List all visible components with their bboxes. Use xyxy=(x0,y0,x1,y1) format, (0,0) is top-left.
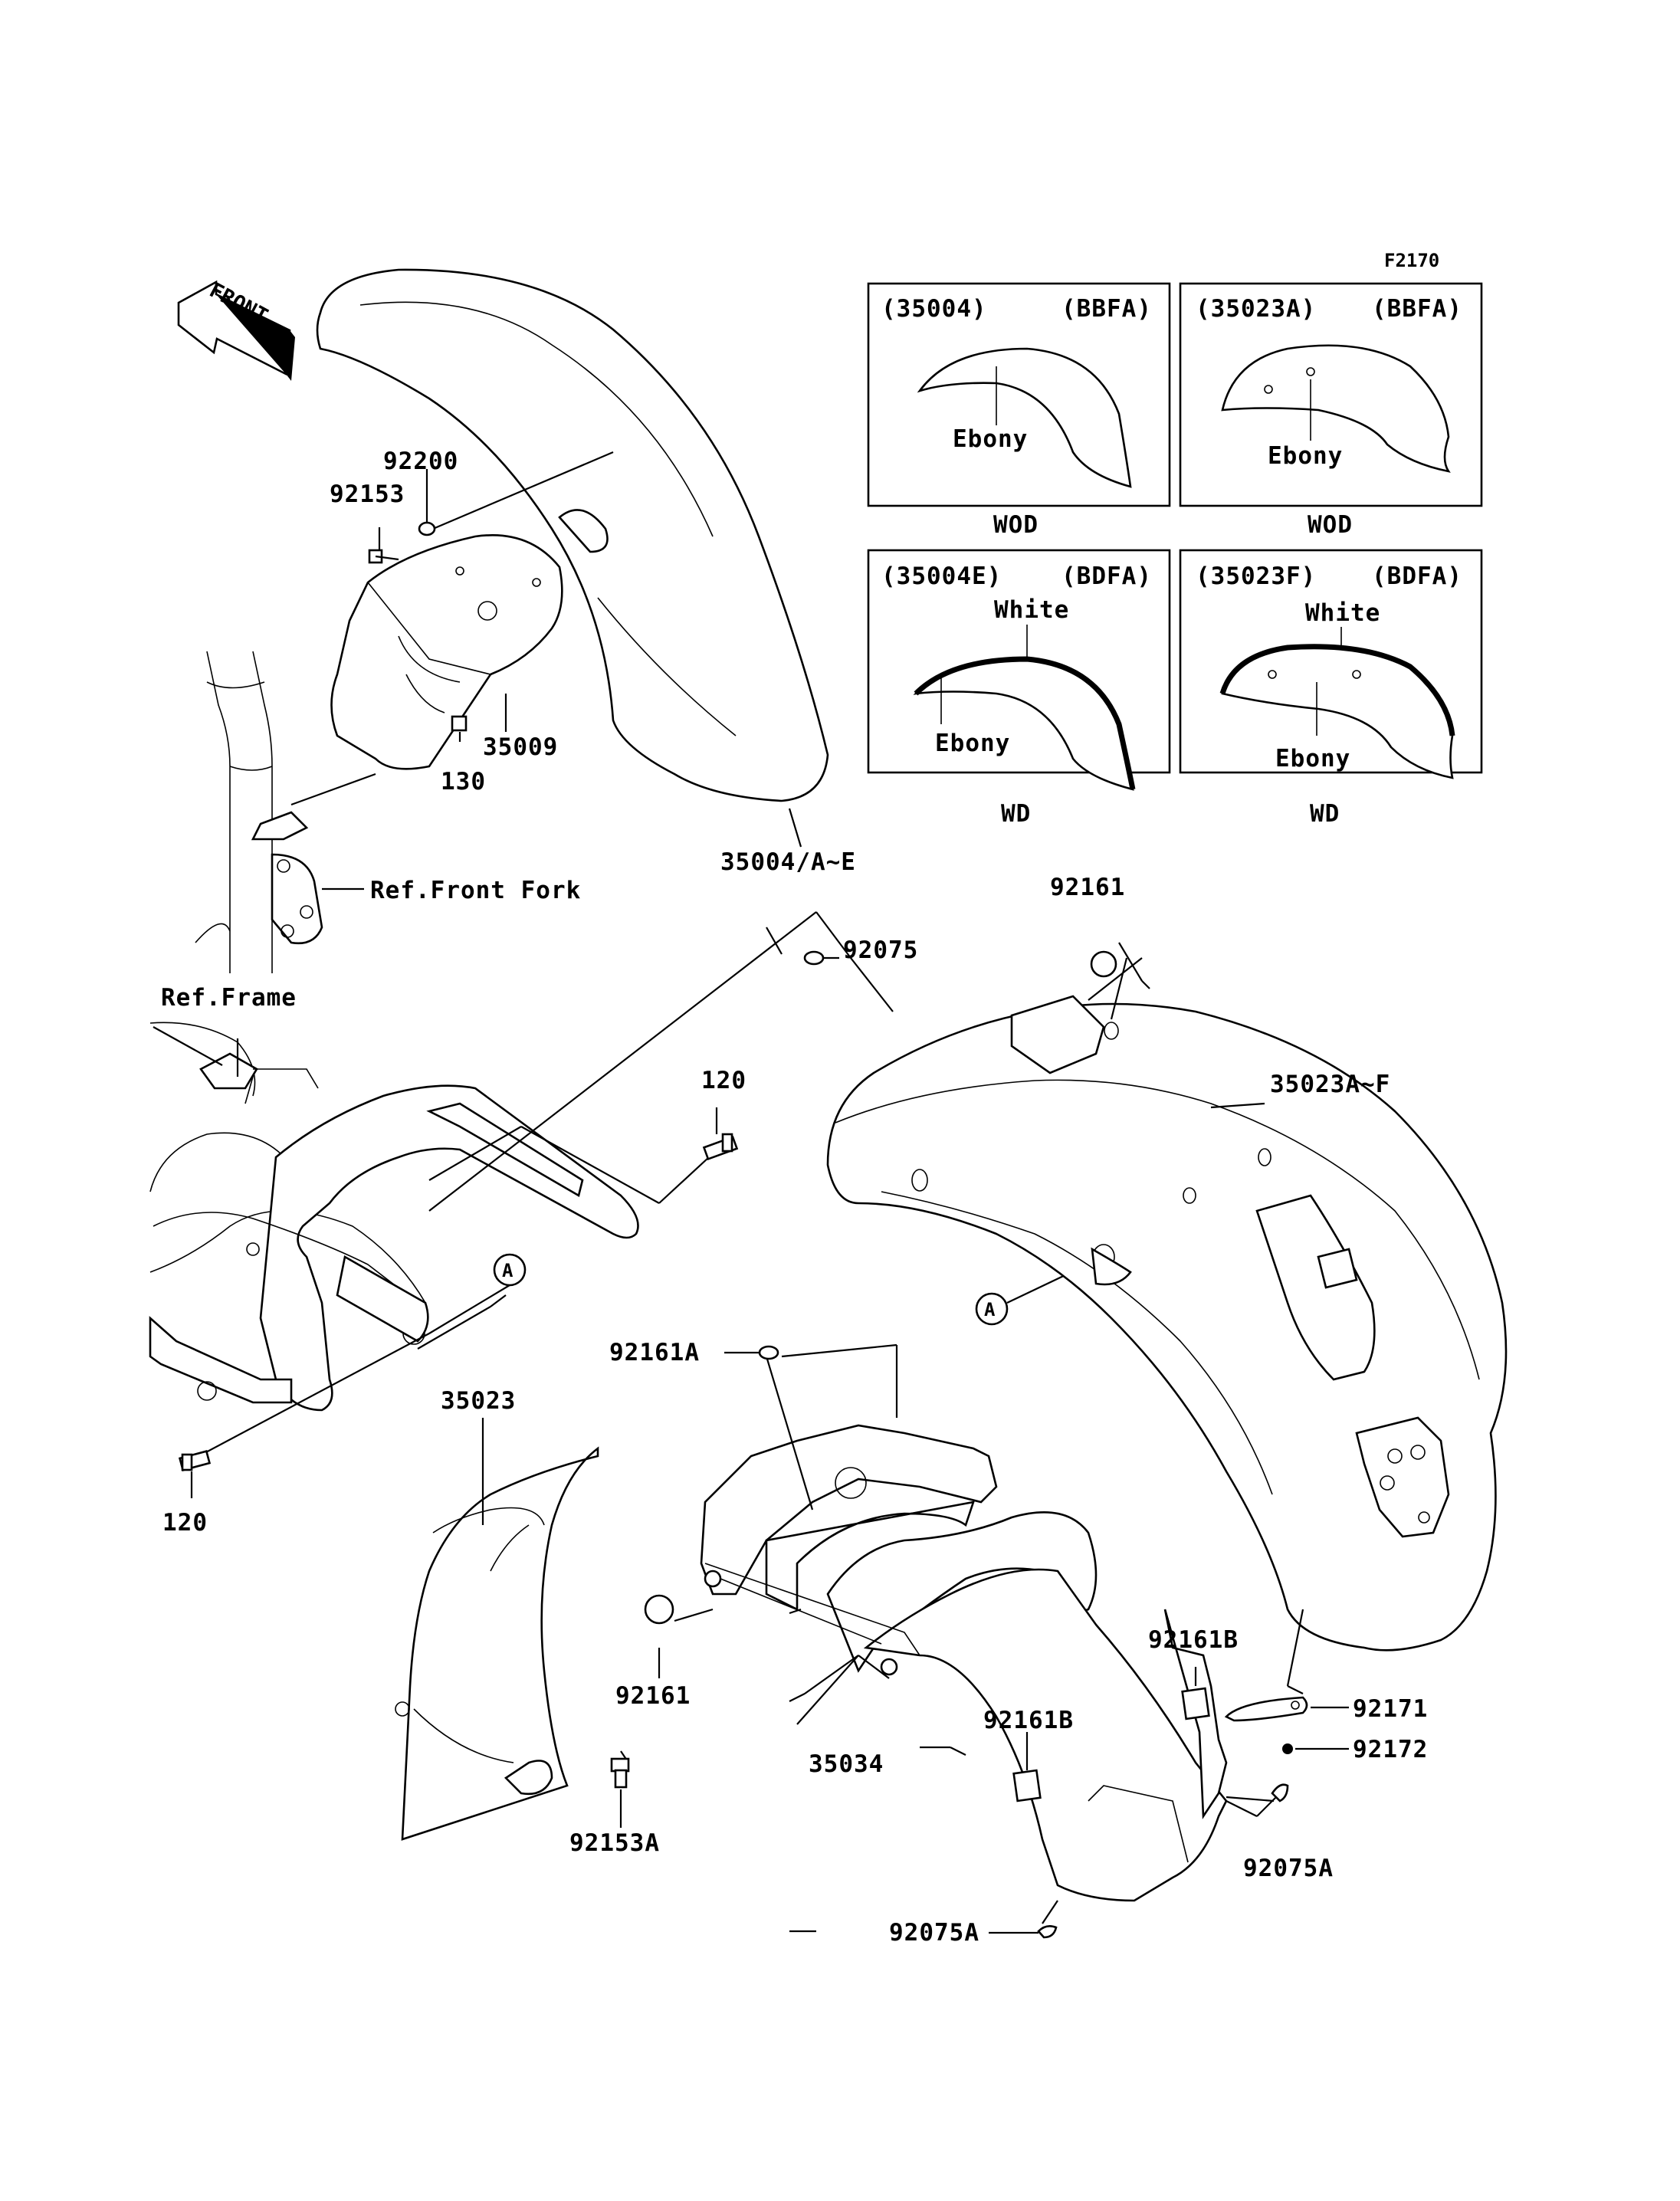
inset-part-number: (35004) xyxy=(881,295,987,323)
inset-part-number: (35004E) xyxy=(881,563,1002,590)
bolt-130 xyxy=(451,715,468,732)
callout-ref-front-fork: Ref.Front Fork xyxy=(370,877,581,904)
bolt-120-bottom xyxy=(178,1450,212,1471)
callout-92161b-right: 92161B xyxy=(1148,1626,1239,1654)
reference-marker-a: A xyxy=(975,1292,1009,1326)
front-fender-35004 xyxy=(316,268,829,802)
clip-92075a-right xyxy=(1271,1783,1289,1802)
callout-35023a-f: 35023A~F xyxy=(1270,1071,1390,1098)
fender-bracket-35009 xyxy=(330,534,563,770)
callout-120-bottom: 120 xyxy=(162,1509,208,1537)
callout-130: 130 xyxy=(441,768,486,795)
callout-92075a-right: 92075A xyxy=(1243,1855,1334,1882)
inset-stripe-label: White xyxy=(1305,599,1380,627)
callout-92075: 92075 xyxy=(843,936,918,964)
screw-92172 xyxy=(1282,1743,1293,1754)
inner-fender-35034 xyxy=(700,1424,1228,1902)
callout-92161b-left: 92161B xyxy=(983,1707,1074,1734)
grommet-92075 xyxy=(803,950,825,966)
inset-color-code: (BBFA) xyxy=(1372,295,1462,323)
callout-35009: 35009 xyxy=(483,733,558,761)
callout-35004: 35004/A~E xyxy=(720,848,856,876)
callout-92161-top: 92161 xyxy=(1050,874,1125,901)
callout-92153a: 92153A xyxy=(569,1829,660,1857)
front-arrow-icon: FRONT xyxy=(177,278,295,381)
inset-color-label: Ebony xyxy=(935,730,1010,757)
washer-92200 xyxy=(418,521,436,536)
callout-ref-frame: Ref.Frame xyxy=(161,984,297,1012)
callout-92200: 92200 xyxy=(383,448,458,475)
rear-fender-35023a xyxy=(826,995,1508,1652)
callout-92153: 92153 xyxy=(330,481,405,508)
rear-flap-35023 xyxy=(395,1446,599,1841)
figure-code: F2170 xyxy=(1384,250,1439,271)
bolt-120-top xyxy=(702,1133,739,1161)
grommet-92161-mid xyxy=(644,1594,674,1625)
inset-variant: WOD xyxy=(993,511,1039,539)
reference-marker-a: A xyxy=(493,1253,527,1287)
plate-92171 xyxy=(1224,1696,1308,1722)
inset-color-code: (BDFA) xyxy=(1372,563,1462,590)
inset-part-number: (35023A) xyxy=(1196,295,1316,323)
callout-92171: 92171 xyxy=(1353,1695,1428,1723)
inset-part-number: (35023F) xyxy=(1196,563,1316,590)
screw-92153 xyxy=(368,549,399,564)
inset-35023a-wod: (35023A) (BBFA) Ebony WOD xyxy=(1179,282,1483,539)
inset-color-code: (BDFA) xyxy=(1061,563,1152,590)
inset-35023f-wd: (35023F) (BDFA) White Ebony WD xyxy=(1179,549,1483,828)
front-fork xyxy=(195,651,323,973)
grommet-92161 xyxy=(1090,950,1117,978)
callout-92161-mid: 92161 xyxy=(615,1682,691,1710)
inset-color-label: Ebony xyxy=(953,425,1028,453)
screw-92153a xyxy=(610,1757,630,1789)
callout-92075a-bottom: 92075A xyxy=(889,1919,979,1947)
callout-35034: 35034 xyxy=(809,1750,884,1778)
callout-92172: 92172 xyxy=(1353,1736,1428,1763)
inset-stripe-label: White xyxy=(994,596,1069,624)
svg-text:A: A xyxy=(984,1299,996,1320)
inset-variant: WOD xyxy=(1308,511,1353,539)
clip-92075a-bottom xyxy=(1037,1925,1058,1939)
svg-text:A: A xyxy=(502,1260,514,1281)
inset-variant: WD xyxy=(1001,800,1031,828)
tape-92161b-left xyxy=(1012,1769,1042,1802)
inset-35004e-wd: (35004E) (BDFA) White Ebony WD xyxy=(867,549,1171,828)
inset-color-label: Ebony xyxy=(1275,745,1350,772)
callout-120-top: 120 xyxy=(701,1067,746,1094)
grommet-92161a xyxy=(758,1345,779,1360)
callout-92161a: 92161A xyxy=(609,1339,700,1366)
tape-92161b-right xyxy=(1181,1687,1210,1720)
rear-frame xyxy=(149,1022,639,1412)
callout-35023: 35023 xyxy=(441,1387,516,1415)
inset-color-label: Ebony xyxy=(1268,442,1343,470)
inset-color-code: (BBFA) xyxy=(1061,295,1152,323)
inset-variant: WD xyxy=(1310,800,1340,828)
inset-35004-wod: (35004) (BBFA) Ebony WOD xyxy=(867,282,1171,539)
